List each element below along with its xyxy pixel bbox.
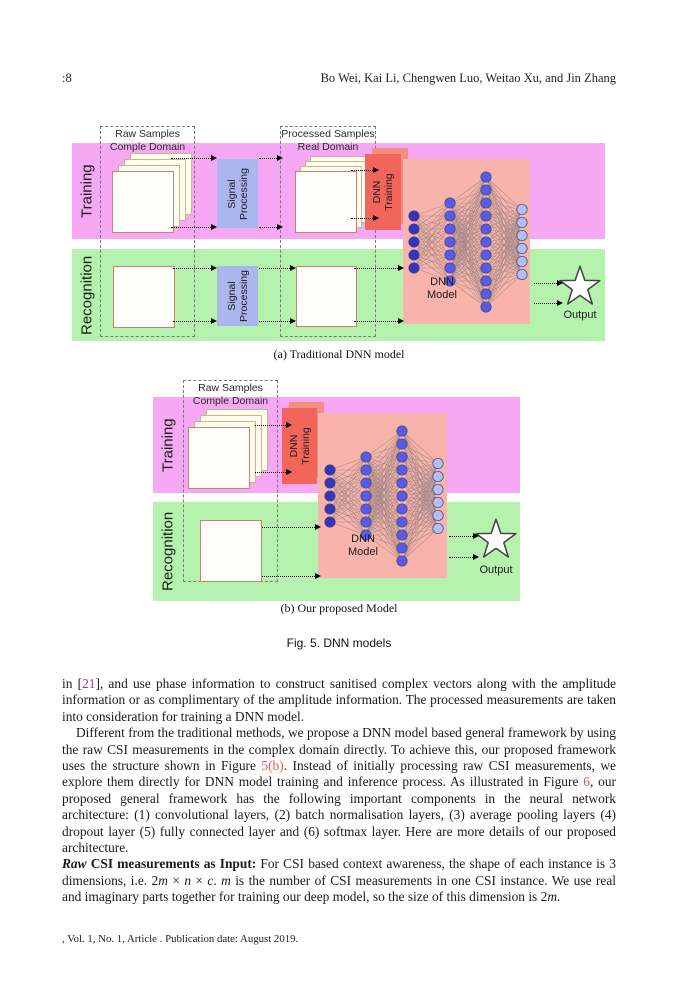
dnn-model-box: DNN Model xyxy=(403,159,530,324)
signal-processing-label: Signal Processing xyxy=(225,167,250,220)
sample-square xyxy=(113,266,175,328)
sample-square xyxy=(188,427,250,489)
raw-samples-label: Raw Samples Comple Domain xyxy=(109,128,186,153)
output-label: Output xyxy=(563,309,597,321)
flow-arrow xyxy=(354,264,404,271)
figure-5a-diagram: Training Recognition Raw Samples Comple … xyxy=(70,123,615,343)
flow-arrow xyxy=(351,214,379,221)
flow-arrow xyxy=(255,468,292,475)
flow-arrow xyxy=(534,279,563,286)
flow-arrow xyxy=(255,421,292,428)
flow-arrow xyxy=(262,572,321,579)
dnn-training-label: DNN Training xyxy=(287,427,312,465)
flow-arrow xyxy=(351,166,379,173)
flow-arrow xyxy=(259,223,283,230)
figure-ref-link[interactable]: 6 xyxy=(583,774,590,790)
flow-arrow xyxy=(171,223,217,230)
flow-arrow xyxy=(259,317,296,324)
signal-processing-box-recognition: Signal Processing xyxy=(217,266,258,326)
signal-processing-box-training: Signal Processing xyxy=(217,159,258,228)
running-head-authors: Bo Wei, Kai Li, Chengwen Luo, Weitao Xu,… xyxy=(320,71,616,85)
training-row-label: Training xyxy=(78,164,96,218)
recognition-row-label: Recognition xyxy=(78,255,96,335)
sample-square xyxy=(112,171,174,233)
body-text: in [21], and use phase information to co… xyxy=(62,676,616,906)
page-number: :8 xyxy=(62,71,72,85)
flow-arrow xyxy=(259,154,283,161)
flow-arrow xyxy=(449,553,479,560)
flow-arrow xyxy=(534,299,563,306)
footer-publication-line: , Vol. 1, No. 1, Article . Publication d… xyxy=(62,933,299,945)
training-row-label: Training xyxy=(159,418,177,472)
raw-samples-dashed-box: Raw Samples Comple Domain xyxy=(183,380,278,582)
flow-arrow xyxy=(173,317,217,324)
output-label: Output xyxy=(479,564,513,576)
dnn-model-label: DNN Model xyxy=(348,533,378,558)
subcaption-a: (a) Traditional DNN model xyxy=(273,347,405,361)
running-header: :8 Bo Wei, Kai Li, Chengwen Luo, Weitao … xyxy=(62,71,616,86)
paragraph: Raw CSI measurements as Input: For CSI b… xyxy=(62,856,616,905)
citation-link[interactable]: 21 xyxy=(82,676,96,691)
figure-5b-diagram: Training Recognition Raw Samples Comple … xyxy=(150,378,530,608)
flow-arrow xyxy=(259,264,296,271)
sample-square xyxy=(295,171,357,233)
raw-samples-dashed-box: Raw Samples Comple Domain xyxy=(100,126,195,337)
recognition-row-label: Recognition xyxy=(159,511,177,592)
dnn-network-diagram xyxy=(408,171,528,313)
figure-caption: Fig. 5. DNN models xyxy=(286,636,392,650)
paragraph: Different from the traditional methods, … xyxy=(62,725,617,856)
flow-arrow xyxy=(173,264,217,271)
flow-arrow xyxy=(449,532,479,539)
processed-samples-dashed-box: Processed Samples Real Domain xyxy=(280,126,376,337)
flow-arrow xyxy=(171,154,217,161)
dnn-model-label: DNN Model xyxy=(427,276,457,301)
sample-square xyxy=(296,266,357,327)
paragraph: in [21], and use phase information to co… xyxy=(62,676,616,724)
flow-arrow xyxy=(354,317,404,324)
output-star-icon xyxy=(558,264,602,308)
output-star-icon xyxy=(474,517,518,561)
signal-processing-label: Signal Processing xyxy=(225,270,250,322)
dnn-training-label: DNN Training xyxy=(371,173,396,211)
dnn-training-box: DNN Training xyxy=(365,154,401,230)
raw-samples-label: Raw Samples Comple Domain xyxy=(192,382,269,407)
subcaption-b: (b) Our proposed Model xyxy=(280,601,398,615)
processed-samples-label: Processed Samples Real Domain xyxy=(281,128,375,153)
figure-ref-link[interactable]: 5(b) xyxy=(261,758,284,774)
dnn-model-box: DNN Model xyxy=(318,413,447,578)
flow-arrow xyxy=(262,523,321,530)
dnn-network-diagram xyxy=(324,425,444,567)
sample-square xyxy=(200,520,262,582)
